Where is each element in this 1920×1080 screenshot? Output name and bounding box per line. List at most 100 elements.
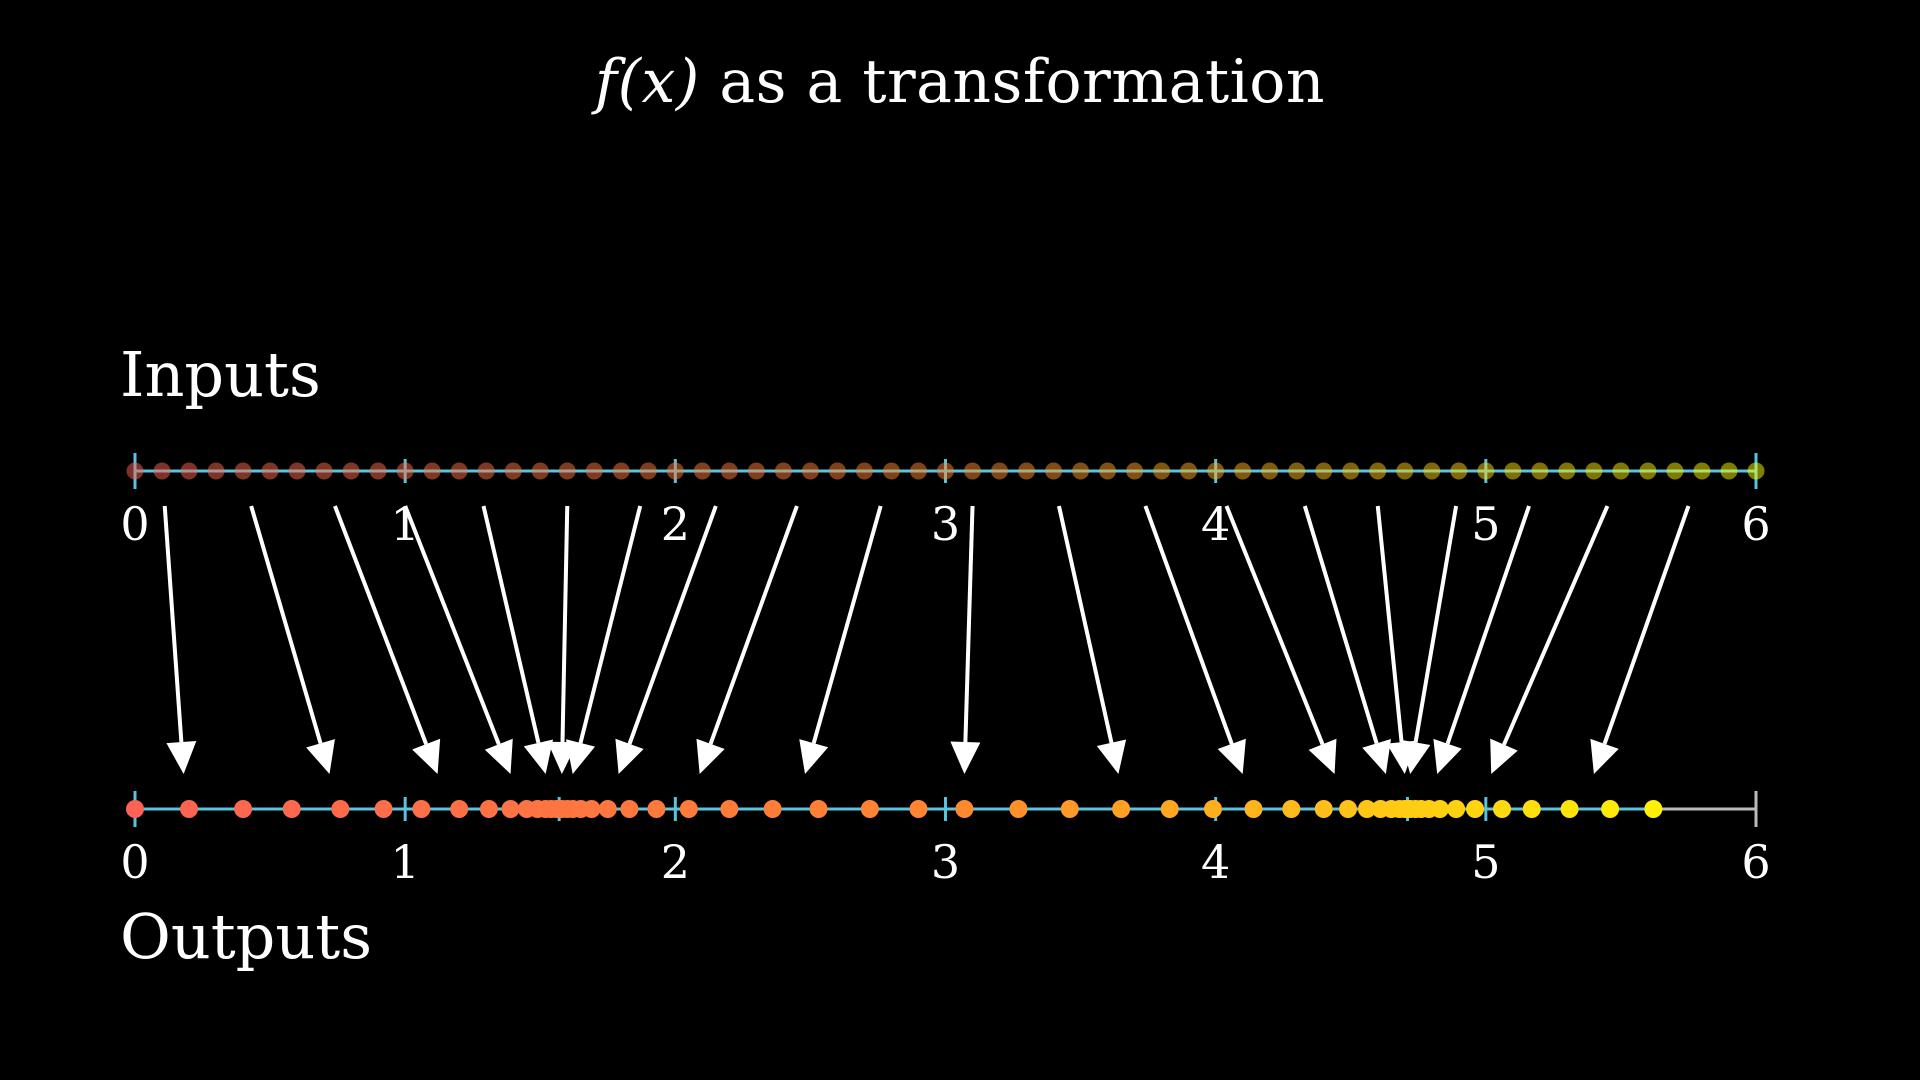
output-dot [501, 800, 520, 818]
input-dot [720, 462, 738, 480]
output-tick-label: 5 [1471, 835, 1500, 889]
output-dot [720, 800, 739, 818]
arrow-shaft [1375, 505, 1404, 743]
input-dot [423, 462, 441, 480]
output-dot [234, 800, 253, 818]
output-dot [1160, 800, 1179, 818]
output-dot [1203, 800, 1222, 818]
output-dot [1009, 800, 1028, 818]
mapping-arrow [1057, 505, 1127, 774]
output-dot [909, 800, 928, 818]
arrow-shaft [162, 505, 184, 743]
arrow-shaft [1057, 505, 1114, 744]
output-dot [598, 800, 617, 818]
output-dot [374, 800, 393, 818]
output-dot [479, 800, 498, 818]
input-dot [1477, 462, 1495, 480]
input-dot [1099, 462, 1117, 480]
output-dot [450, 800, 469, 818]
output-dot [1339, 800, 1358, 818]
input-dot [315, 462, 333, 480]
output-dot [1447, 800, 1466, 818]
output-dot [1560, 800, 1579, 818]
input-dot [801, 462, 819, 480]
input-dot [1720, 462, 1738, 480]
output-dot [1522, 800, 1541, 818]
mapping-arrow [1375, 505, 1417, 774]
mapping-arrow [950, 505, 981, 774]
arrow-shaft [627, 505, 718, 745]
arrow-shaft [333, 505, 429, 745]
output-dot [809, 800, 828, 818]
output-dot [647, 800, 666, 818]
arrow-shaft [481, 505, 541, 744]
title-text: as a transformation [699, 47, 1326, 117]
input-tick-label: 0 [120, 497, 149, 551]
output-dot [679, 800, 698, 818]
arrow-shaft [1502, 505, 1610, 746]
input-dot [909, 462, 927, 480]
input-dot [1693, 462, 1711, 480]
mapping-arrow [696, 505, 799, 774]
output-dot [1357, 800, 1376, 818]
input-dot [369, 462, 387, 480]
arrow-shaft [560, 505, 570, 743]
output-dot [126, 800, 144, 818]
input-dot [288, 462, 306, 480]
mapping-arrow [615, 505, 718, 774]
output-dot [1060, 800, 1079, 818]
arrow-head [950, 741, 981, 774]
arrow-head [306, 739, 335, 774]
mapping-arrow [1143, 505, 1246, 774]
input-dot [504, 462, 522, 480]
input-dot [1450, 462, 1468, 480]
arrow-shaft [249, 505, 323, 744]
output-dot [180, 800, 199, 818]
output-dot [1112, 800, 1131, 818]
input-dot [1585, 462, 1603, 480]
mapping-arrow [1224, 505, 1337, 774]
input-dot [1315, 462, 1333, 480]
input-dot [1045, 462, 1063, 480]
output-tick-label: 0 [120, 835, 149, 889]
mapping-arrow [799, 505, 883, 774]
input-dot [1261, 462, 1279, 480]
input-tick-label: 5 [1471, 497, 1500, 551]
input-dot [747, 462, 765, 480]
output-dot [1430, 800, 1449, 818]
output-dot [1244, 800, 1263, 818]
mapping-arrow [249, 505, 335, 774]
input-dot [774, 462, 792, 480]
input-dot [1558, 462, 1576, 480]
input-dot [882, 462, 900, 480]
output-tick-label: 4 [1201, 835, 1230, 889]
input-dot [207, 462, 225, 480]
input-dot [585, 462, 603, 480]
arrow-head [615, 738, 644, 774]
arrow-shaft [708, 505, 799, 745]
input-dot [937, 462, 954, 480]
arrow-head [1590, 738, 1619, 774]
input-dot [1666, 462, 1684, 480]
input-dot [450, 462, 468, 480]
arrow-shaft [1224, 505, 1325, 746]
output-dot [1644, 800, 1663, 818]
input-tick-label: 2 [661, 497, 690, 551]
input-dot [1639, 462, 1657, 480]
output-tick-label: 3 [931, 835, 960, 889]
output-dot [763, 800, 782, 818]
input-dot [1612, 462, 1630, 480]
output-dot [1282, 800, 1301, 818]
input-tick-label: 3 [931, 497, 960, 551]
arrow-head [799, 739, 829, 774]
input-dot [396, 462, 414, 480]
input-dot [1396, 462, 1414, 480]
input-dot [1207, 462, 1225, 480]
input-dot [991, 462, 1009, 480]
output-tick-label: 1 [391, 835, 420, 889]
input-dot [477, 462, 495, 480]
arrow-head [1433, 738, 1462, 774]
arrow-head [523, 739, 554, 774]
